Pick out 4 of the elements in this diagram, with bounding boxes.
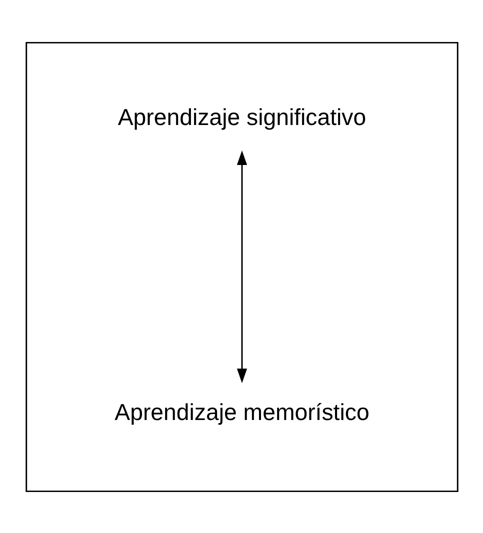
node-text: Aprendizaje memorístico <box>114 398 369 425</box>
cluster <box>25 41 458 492</box>
arrow <box>236 150 247 383</box>
node-text: Aprendizaje significativo <box>117 103 366 130</box>
